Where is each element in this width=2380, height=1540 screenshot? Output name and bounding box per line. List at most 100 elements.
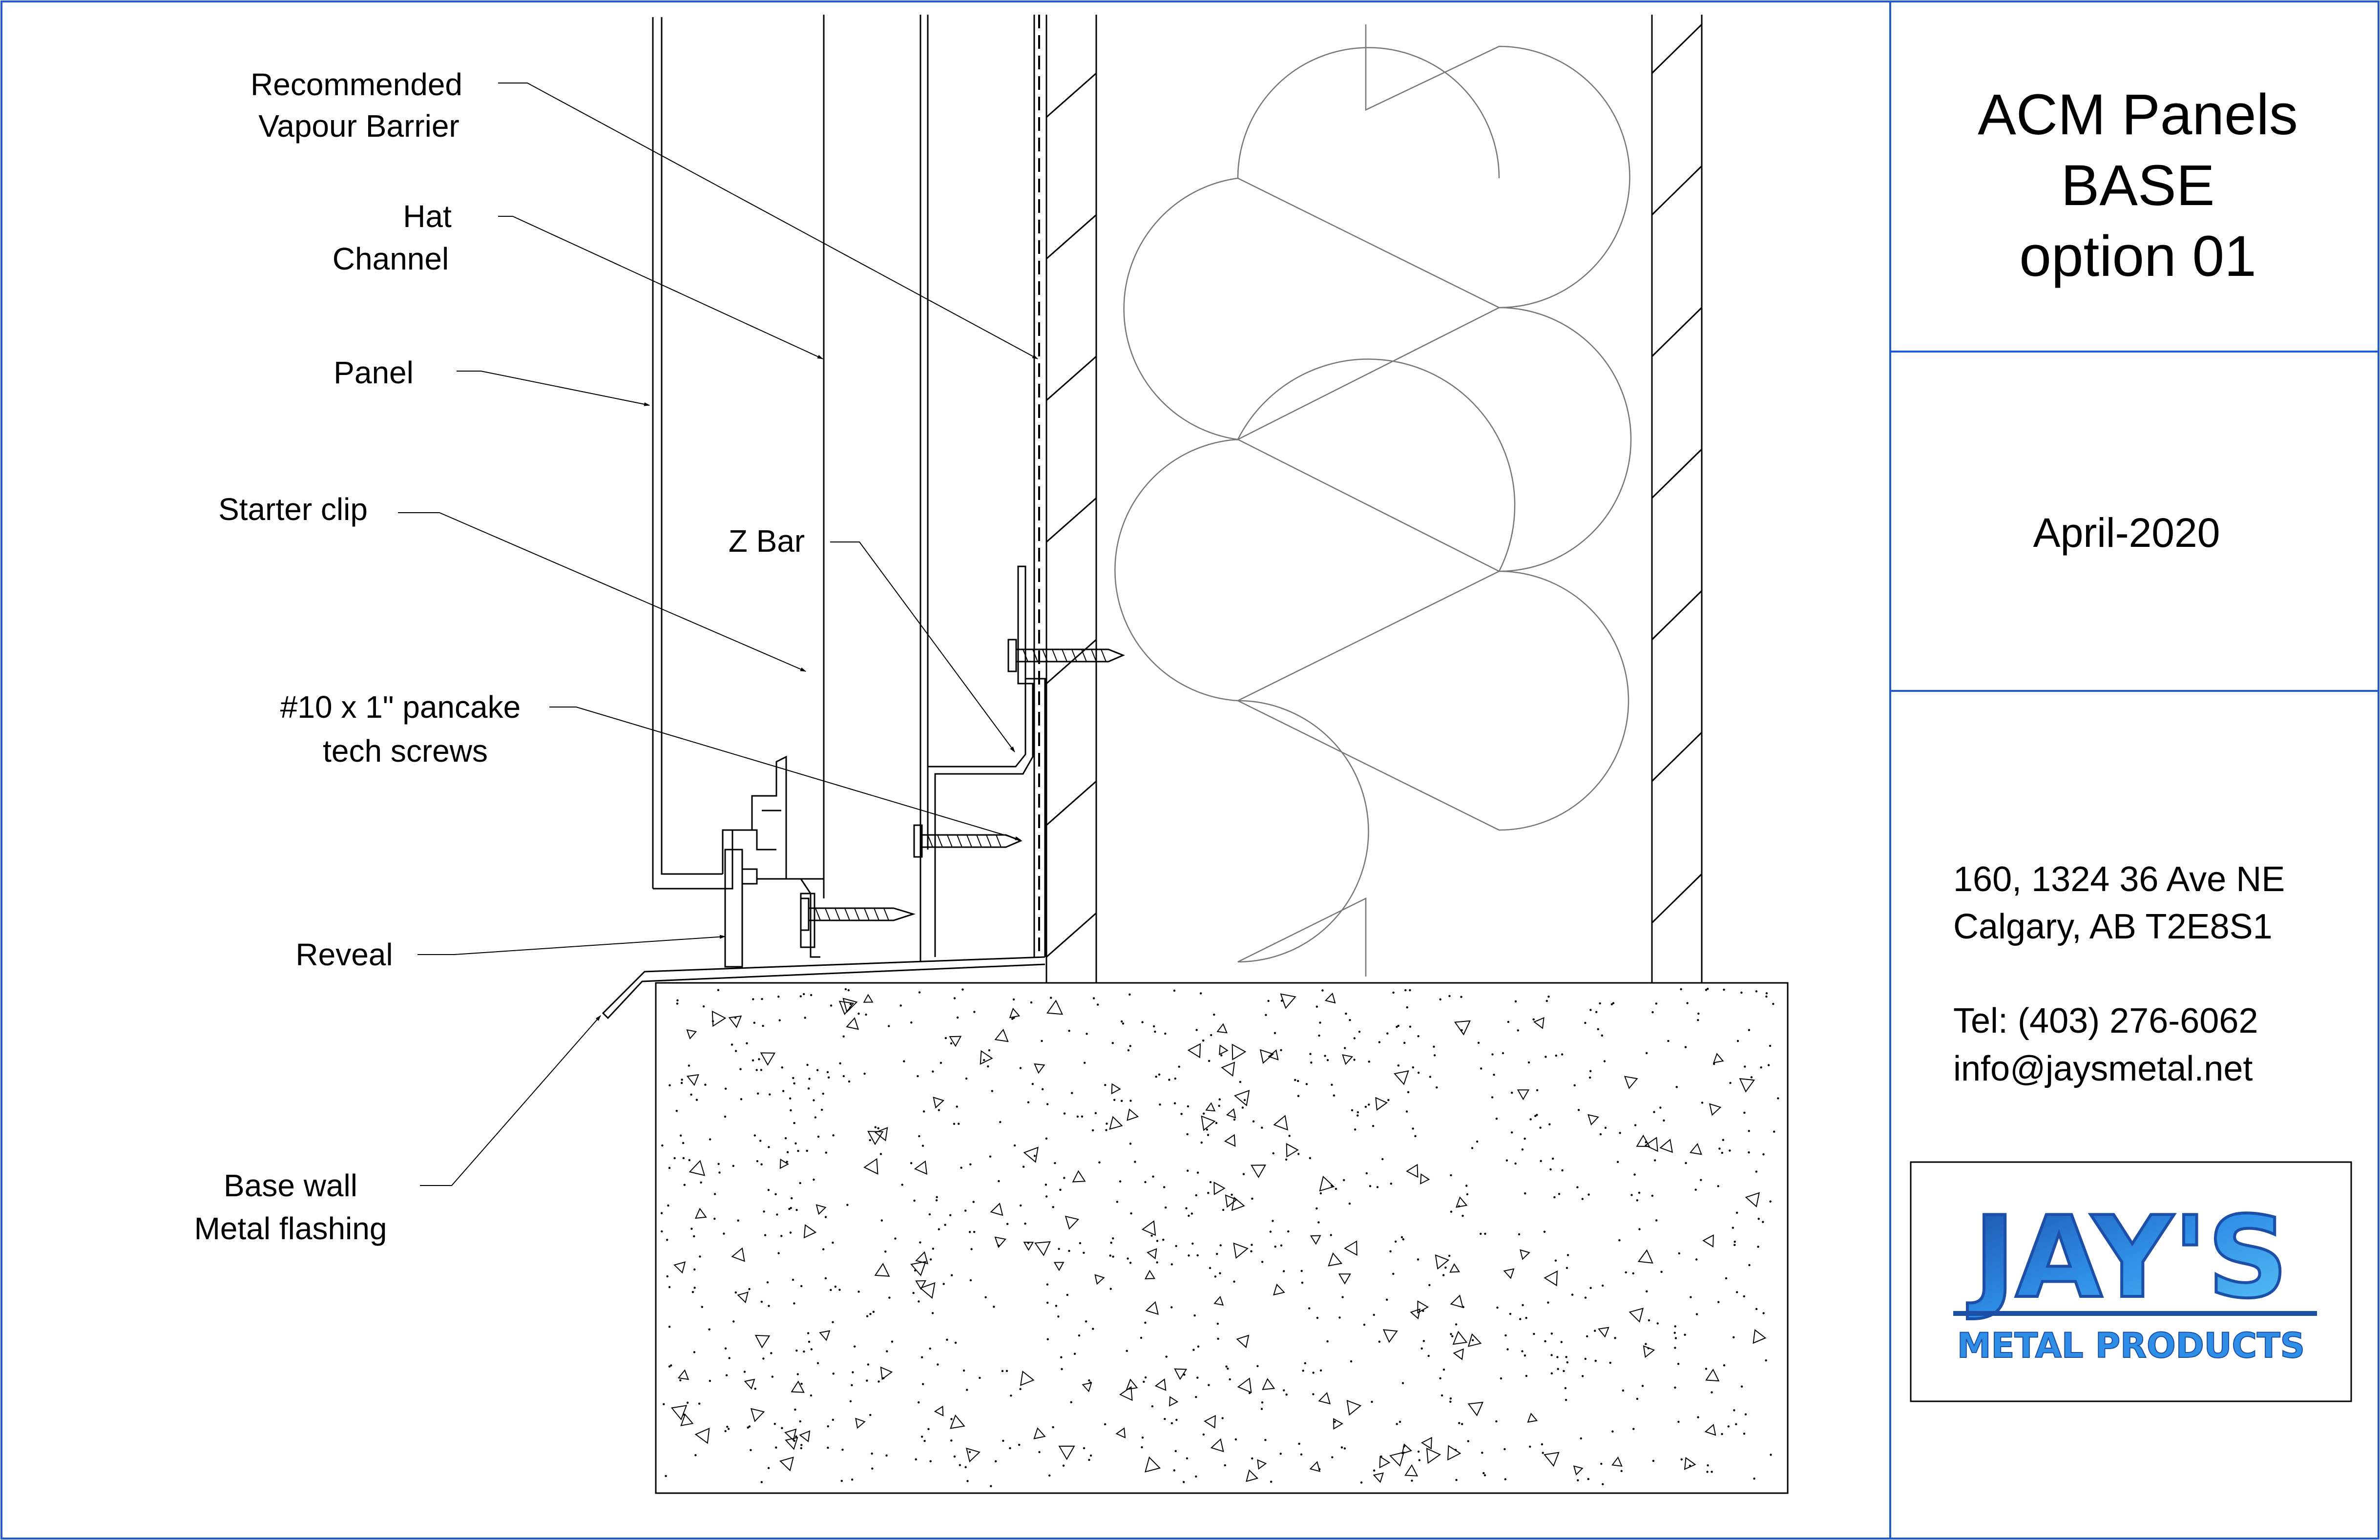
concrete-aggregate <box>1417 1300 1429 1314</box>
concrete-dot <box>1305 1083 1308 1085</box>
concrete-dot <box>695 1099 698 1101</box>
concrete-dot <box>760 1300 763 1303</box>
concrete-dot <box>1521 1148 1524 1151</box>
concrete-dot <box>761 998 763 1000</box>
svg-text:tech screws: tech screws <box>323 733 488 769</box>
concrete-aggregate <box>799 1430 811 1442</box>
concrete-dot <box>739 1068 742 1070</box>
concrete-dot <box>828 1076 830 1079</box>
concrete-dot <box>1319 1192 1322 1195</box>
callout-reveal: Reveal <box>295 937 393 972</box>
concrete-dot <box>964 1466 967 1468</box>
concrete-dot <box>944 1224 946 1226</box>
concrete-dot <box>1111 1042 1114 1044</box>
concrete-dot <box>1126 1350 1128 1352</box>
concrete-dot <box>767 1189 770 1191</box>
concrete-dot <box>1503 1448 1506 1451</box>
concrete-dot <box>830 1004 833 1007</box>
concrete-dot <box>891 1340 894 1343</box>
concrete-dot <box>1129 1100 1132 1102</box>
concrete-dot <box>1001 1370 1004 1373</box>
concrete-dot <box>1406 1006 1408 1009</box>
concrete-dot <box>1652 1459 1655 1462</box>
concrete-dot <box>1350 1360 1353 1363</box>
concrete-dot <box>1112 1255 1114 1258</box>
concrete-aggregate <box>1174 1368 1188 1380</box>
concrete-dot <box>1105 1129 1107 1131</box>
concrete-dot <box>849 1400 852 1403</box>
concrete-dot <box>1614 1337 1616 1339</box>
concrete-dot <box>1241 1106 1244 1109</box>
concrete-dot <box>1154 1030 1156 1033</box>
concrete-dot <box>661 1144 664 1147</box>
concrete-dot <box>1251 1457 1253 1460</box>
concrete-dot <box>800 1285 803 1288</box>
concrete-aggregate <box>874 1263 890 1277</box>
concrete-dot <box>1505 1159 1508 1162</box>
concrete-dot <box>1404 989 1407 992</box>
concrete-aggregate <box>874 1127 888 1142</box>
concrete-dot <box>1209 1181 1212 1184</box>
concrete-dot <box>1651 1194 1653 1197</box>
title-line-1: ACM Panels <box>1978 83 2298 147</box>
concrete-dot <box>748 1425 751 1428</box>
svg-text:Vapour Barrier: Vapour Barrier <box>258 108 459 144</box>
concrete-dot <box>1326 1059 1329 1061</box>
concrete-dot <box>1638 1191 1641 1194</box>
concrete-dot <box>1243 1099 1246 1102</box>
concrete-dot <box>1344 1047 1346 1049</box>
concrete-dot <box>1448 995 1451 998</box>
concrete-aggregate <box>1713 1053 1724 1063</box>
concrete-dot <box>1674 1325 1676 1328</box>
concrete-aggregate <box>1406 1164 1419 1178</box>
concrete-dot <box>1697 1012 1700 1015</box>
concrete-dot <box>949 1214 952 1216</box>
concrete-dot <box>1757 1218 1760 1220</box>
concrete-dot <box>670 1364 672 1367</box>
concrete-dot <box>758 1058 760 1061</box>
concrete-dot <box>803 993 805 996</box>
concrete-aggregate <box>711 1010 727 1027</box>
concrete-dot <box>1309 1157 1311 1159</box>
concrete-dot <box>1586 1335 1588 1337</box>
concrete-dot <box>1581 1198 1584 1200</box>
concrete-aggregate <box>1109 1116 1123 1130</box>
concrete-dot <box>676 1002 679 1005</box>
concrete-dot <box>790 1207 792 1209</box>
concrete-dot <box>1048 1474 1051 1477</box>
concrete-dot <box>1420 1347 1423 1350</box>
concrete-dot <box>857 1012 860 1015</box>
concrete-dot <box>1369 1185 1372 1187</box>
concrete-dot <box>1141 1446 1143 1449</box>
concrete-dot <box>953 1123 956 1125</box>
concrete-dot <box>747 1426 749 1429</box>
concrete-dot <box>849 1003 852 1005</box>
concrete-dot <box>767 1467 770 1469</box>
concrete-dot <box>1052 1206 1054 1208</box>
concrete-dot <box>1717 1185 1719 1187</box>
concrete-dot <box>1429 1076 1431 1078</box>
concrete-dot <box>1009 1447 1011 1450</box>
concrete-dot <box>901 1184 903 1186</box>
concrete-dot <box>927 1428 930 1430</box>
concrete-dot <box>1088 1458 1090 1461</box>
concrete-dot <box>1577 1109 1580 1111</box>
concrete-dot <box>877 1380 880 1383</box>
concrete-dot <box>1595 1011 1598 1013</box>
address-line-2: Calgary, AB T2E8S1 <box>1953 907 2273 946</box>
concrete-dot <box>777 996 780 998</box>
concrete-dot <box>1392 991 1395 994</box>
concrete-aggregate <box>1373 1472 1384 1483</box>
concrete-dot <box>832 1321 834 1323</box>
concrete-dot <box>1261 1401 1264 1404</box>
concrete-aggregate <box>1034 1063 1045 1074</box>
concrete-dot <box>1594 1330 1596 1332</box>
concrete-aggregate <box>1689 1143 1702 1155</box>
concrete-dot <box>1214 1275 1217 1278</box>
concrete-dot <box>1612 1002 1615 1004</box>
concrete-dot <box>1365 1172 1368 1175</box>
concrete-aggregate <box>785 1436 798 1450</box>
concrete-dot <box>1084 1061 1086 1064</box>
concrete-dot <box>1611 1430 1614 1433</box>
concrete-dot <box>737 1219 739 1222</box>
